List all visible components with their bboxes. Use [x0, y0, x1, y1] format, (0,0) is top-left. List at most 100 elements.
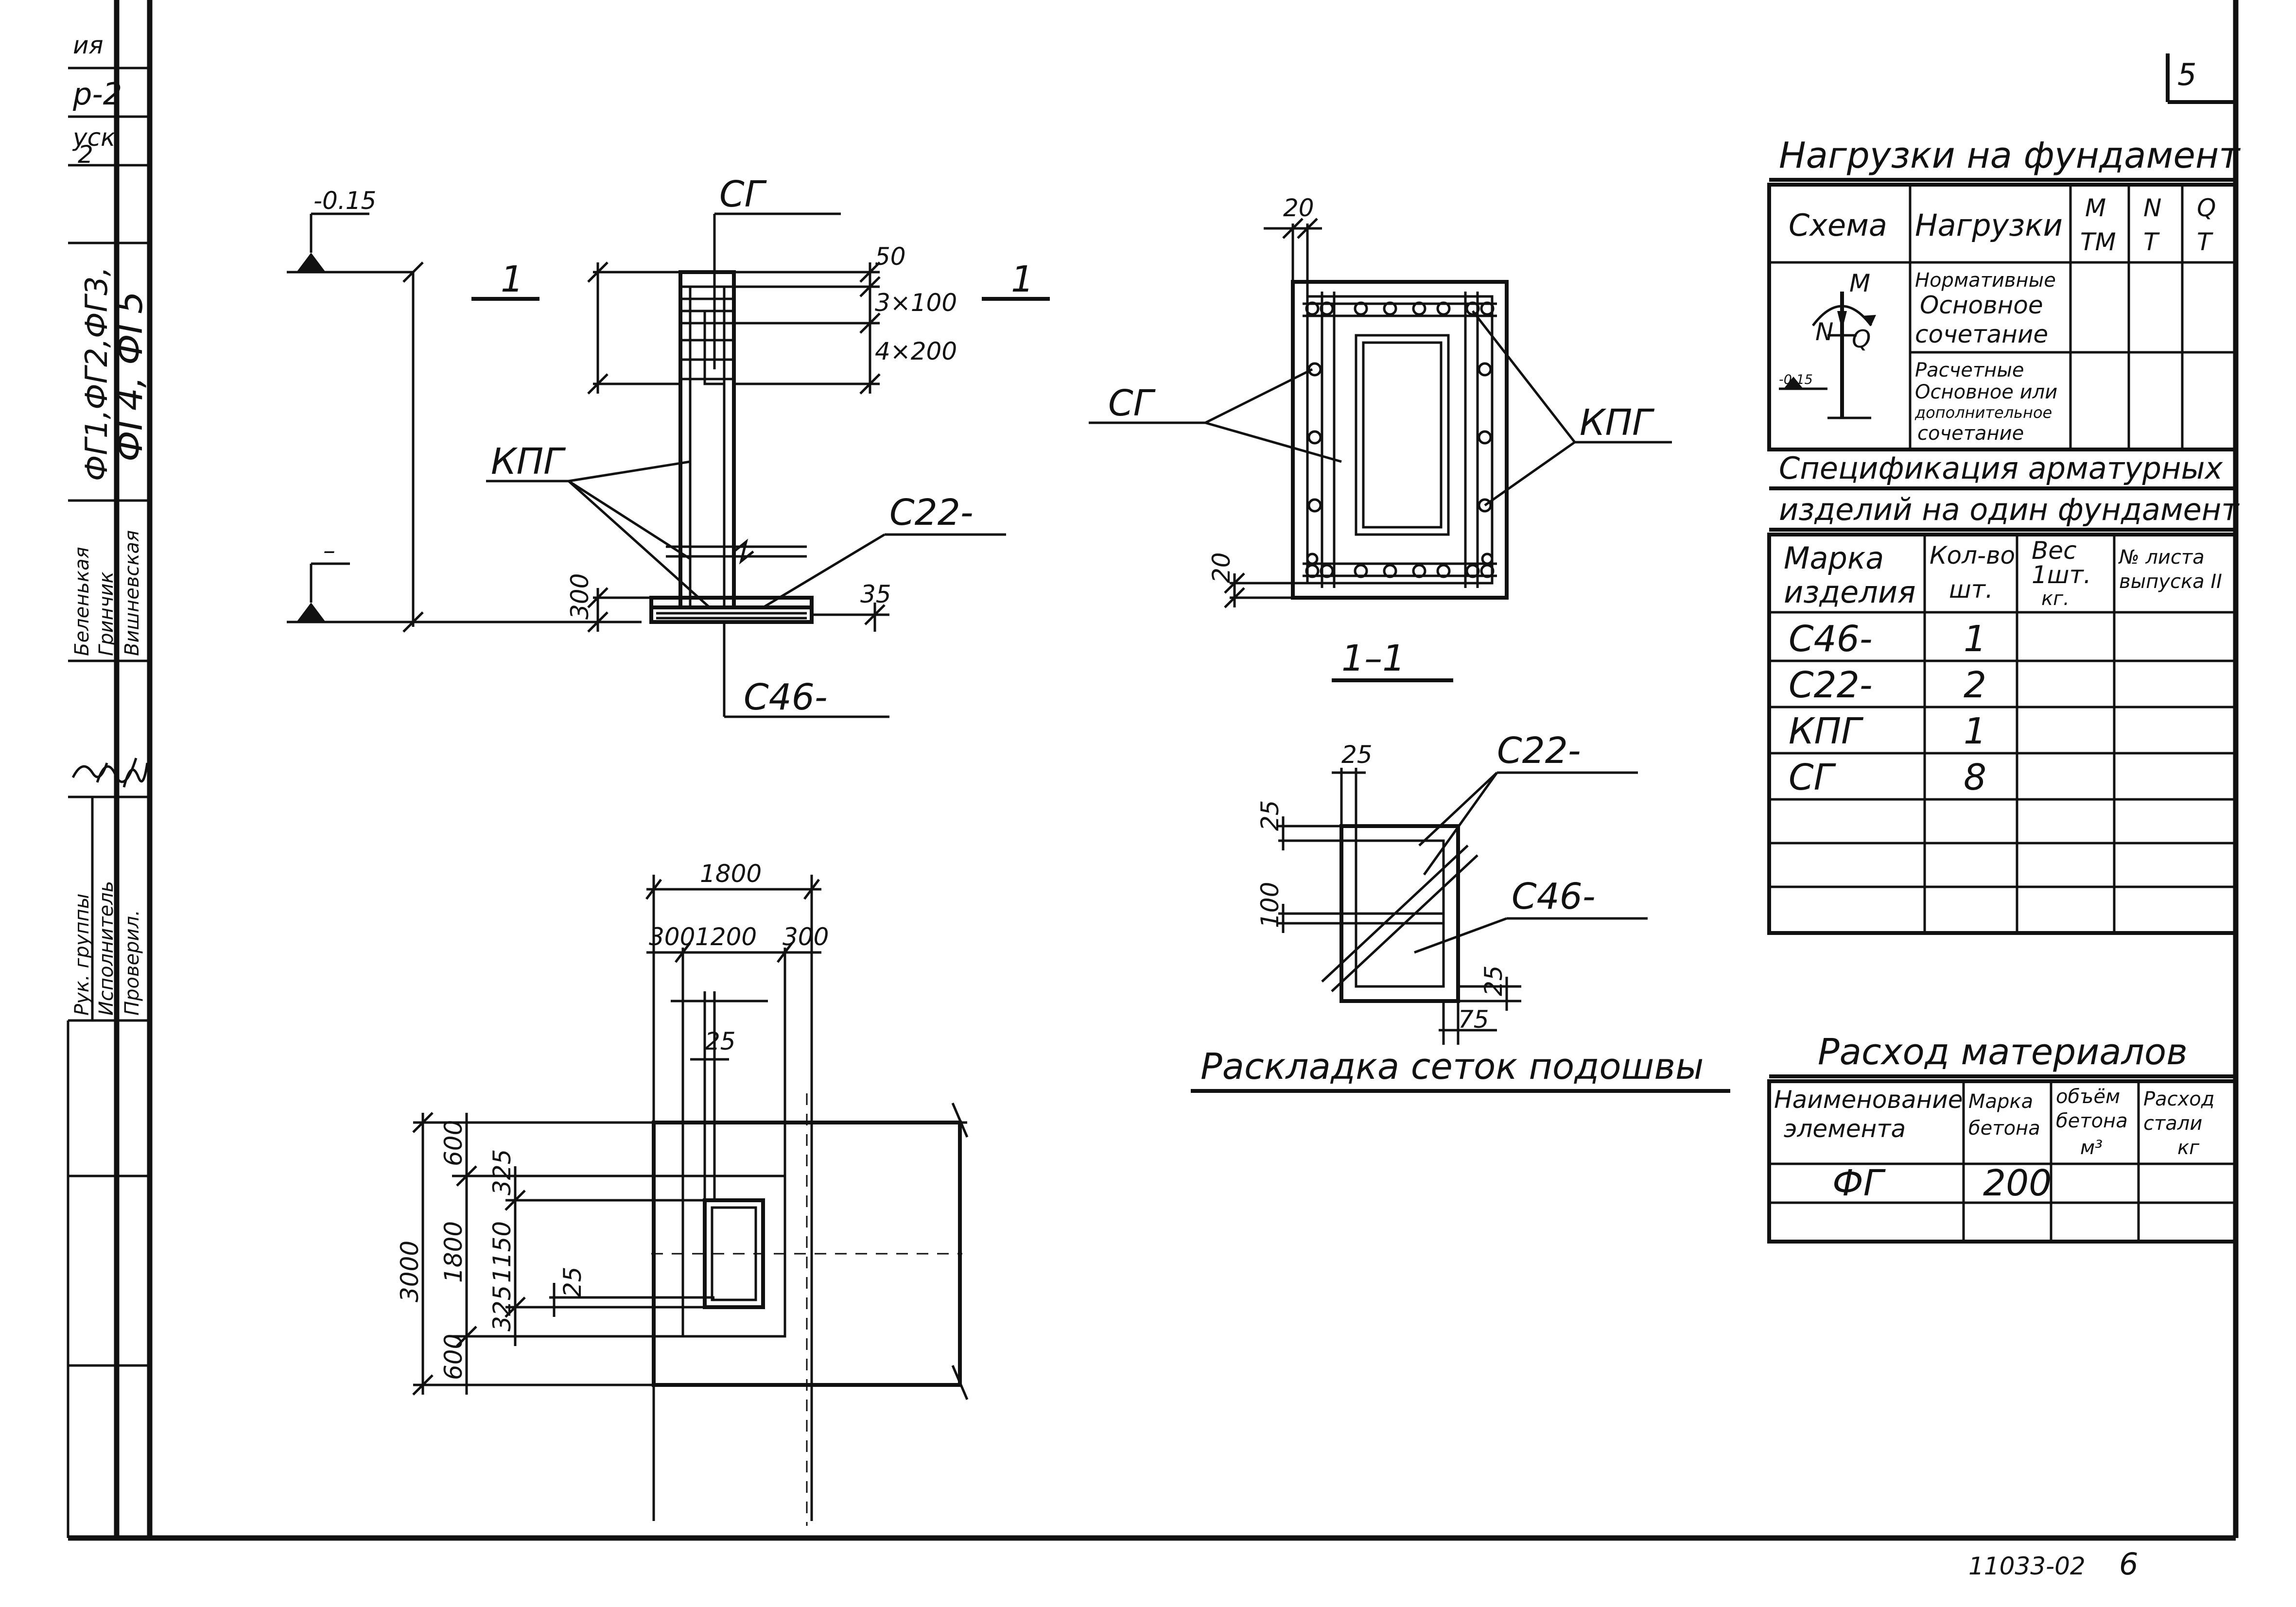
mesh-dim-75: 75 [1458, 1005, 1489, 1034]
plan-dim-325-bottom: 325 [488, 1285, 516, 1331]
loads-row2-line1: Расчетные [1915, 359, 2024, 381]
role-executor: Исполнитель [95, 881, 118, 1016]
plan-dim-300-right: 300 [783, 923, 829, 951]
materials-header-volume-3: м³ [2080, 1137, 2103, 1159]
plan-dim-1150: 1150 [488, 1221, 516, 1283]
section-1-1: 20 20 СГ КПГ 1–1 [1089, 194, 1672, 682]
label-kpg: КПГ [491, 441, 566, 483]
spec-row-3-qty: 1 [1964, 710, 1986, 752]
spec-title-line1: Спецификация арматурных [1779, 450, 2223, 486]
spec-header-qty-2: шт. [1949, 575, 1993, 604]
spec-row-4-mark: СГ [1789, 757, 1837, 798]
label-kpg-section: КПГ [1580, 402, 1655, 444]
materials-title: Расход материалов [1818, 1031, 2188, 1073]
spec-row-4-qty: 8 [1964, 757, 1986, 798]
spec-title-line2: изделий на один фундамент [1779, 492, 2240, 527]
title-corner-fragment-1: ия [73, 31, 104, 59]
spec-table: Спецификация арматурных изделий на один … [1767, 450, 2240, 935]
signature-2 [96, 758, 138, 783]
scheme-n-label: N [1815, 318, 1833, 346]
dim-20-side: 20 [1207, 552, 1235, 583]
loads-header-n: N [2143, 194, 2161, 222]
spec-header-sheet-1: № листа [2118, 546, 2205, 569]
dim-4x200: 4×200 [875, 337, 957, 365]
label-c22: С22- [889, 492, 974, 534]
loads-row1-line2: Основное [1920, 291, 2043, 319]
spec-row-2-mark: С22- [1789, 664, 1873, 706]
spec-header-weight-1: Вес [2032, 536, 2077, 565]
materials-header-steel-1: Расход [2143, 1088, 2214, 1110]
plan-view: 1800 300 1200 300 25 3000 600 1800 600 [396, 860, 969, 1526]
level-top-label: -0.15 [313, 187, 376, 215]
loads-row1-line3: сочетание [1915, 320, 2048, 348]
title-corner-fragment-4: 2 [78, 140, 93, 169]
loads-header-m-unit: ТМ [2080, 228, 2116, 256]
signature-1 [71, 762, 108, 778]
plan-dim-600-bottom: 600 [439, 1334, 468, 1380]
series-label: ФГ4, ФГ5 [109, 291, 151, 462]
signature-3 [122, 762, 149, 788]
title-corner-fragment-2: р-2 [72, 76, 122, 112]
level-mark-bottom [296, 603, 326, 622]
spec-header-qty-1: Кол-во [1930, 541, 2015, 570]
materials-header-steel-3: кг [2177, 1137, 2200, 1159]
dim-20-top: 20 [1283, 194, 1314, 222]
mesh-layout: 25 100 25 25 75 С22- С46- Раскладка сето… [1191, 730, 1730, 1093]
level-bottom-label: – [323, 536, 335, 565]
loads-row2-line3: дополнительное [1914, 403, 2052, 422]
spec-header-weight-2: 1шт. [2032, 561, 2091, 589]
plan-dim-25-top: 25 [705, 1027, 736, 1055]
loads-row2-line4: сочетание [1917, 422, 2024, 445]
section-elevation: -0.15 – [287, 173, 1050, 718]
scheme-m-label: M [1849, 269, 1870, 297]
loads-header-scheme: Схема [1789, 207, 1887, 243]
materials-header-volume-1: объём [2056, 1086, 2120, 1108]
plan-dim-3000: 3000 [396, 1241, 424, 1302]
materials-header-grade-2: бетона [1968, 1117, 2040, 1140]
plan-dim-325-top: 325 [488, 1149, 516, 1195]
rebar-dots [1305, 301, 1495, 578]
loads-header-m: M [2085, 194, 2106, 222]
doc-code: 11033-02 [1968, 1552, 2086, 1580]
scheme-q-label: Q [1852, 325, 1871, 353]
load-scheme-sketch: M N Q -0.15 [1779, 269, 1876, 419]
label-c46: С46- [744, 676, 828, 718]
level-mark-top [296, 253, 326, 272]
series-label-partial: ФГ1,ФГ2,ФГ3, [79, 267, 114, 481]
loads-header-n-unit: Т [2143, 228, 2160, 256]
materials-row-1-name: ФГ [1832, 1162, 1886, 1204]
section-mark-right: 1 [1011, 259, 1034, 300]
loads-title: Нагрузки на фундамент [1779, 135, 2241, 176]
mesh-dim-25-left: 25 [1256, 800, 1284, 831]
materials-header-name-2: элемента [1784, 1115, 1906, 1143]
materials-table: Расход материалов Наименование элемента … [1767, 1031, 2238, 1244]
page-number: 6 [2119, 1546, 2138, 1582]
loads-table: Нагрузки на фундамент Схема Нагрузки M Т… [1767, 135, 2241, 451]
name-group-lead: Беленькая [71, 547, 93, 656]
name-checker: Вишневская [121, 530, 143, 656]
plan-dim-1800-h: 1800 [439, 1221, 468, 1283]
mesh-dim-25-top: 25 [1341, 741, 1373, 769]
spec-header-mark-1: Марка [1784, 540, 1884, 576]
plan-dim-25-left: 25 [558, 1266, 587, 1297]
mesh-label-c46: С46- [1512, 876, 1596, 917]
name-executor: Гринчик [95, 571, 118, 656]
dim-50: 50 [875, 242, 906, 271]
loads-header-q-unit: Т [2197, 228, 2213, 256]
dim-300-footing: 300 [566, 573, 594, 620]
section-1-1-title: 1–1 [1341, 638, 1405, 679]
materials-header-name-1: Наименование [1774, 1086, 1963, 1114]
mesh-dim-100: 100 [1256, 882, 1284, 928]
loads-header-q: Q [2197, 194, 2216, 222]
spec-row-2-qty: 2 [1964, 664, 1986, 706]
mesh-dim-25-right: 25 [1479, 965, 1508, 996]
mesh-layout-title: Раскладка сеток подошвы [1200, 1046, 1704, 1088]
loads-row1-line1: Нормативные [1915, 269, 2056, 292]
plan-dim-300-left: 300 [649, 923, 695, 951]
materials-header-volume-2: бетона [2056, 1110, 2128, 1132]
spec-header-weight-3: кг. [2041, 588, 2070, 610]
mesh-label-c22: С22- [1497, 730, 1581, 772]
spec-row-1-mark: С46- [1789, 618, 1873, 660]
loads-header-loads: Нагрузки [1915, 207, 2063, 243]
role-checker: Проверил. [121, 910, 143, 1016]
